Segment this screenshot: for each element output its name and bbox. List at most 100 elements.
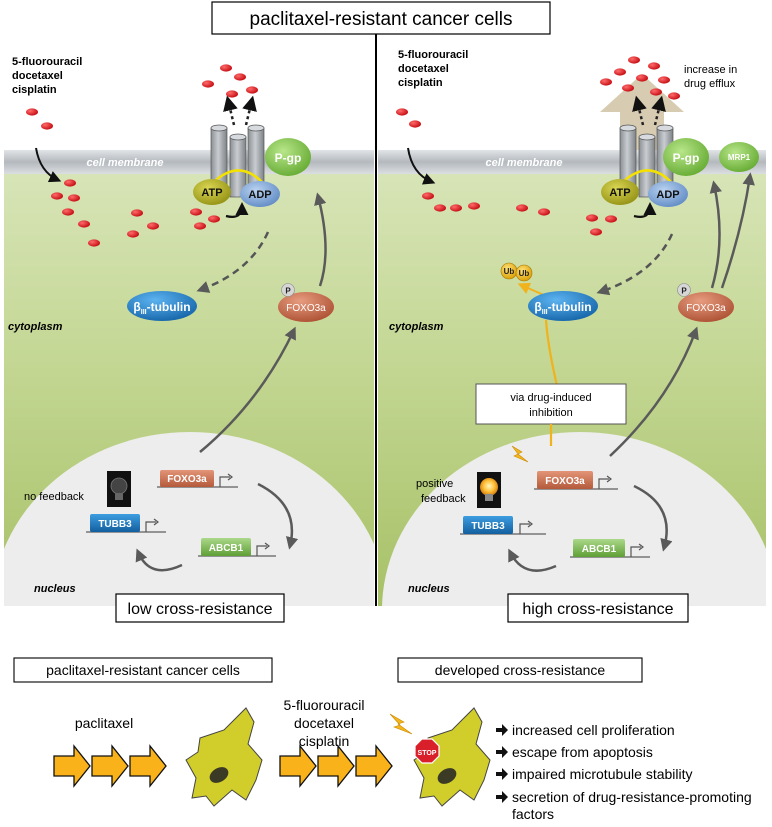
stop-sign-icon: STOP [414,738,440,764]
bottom-drug-3: cisplatin [299,733,350,749]
right-pgp-oval [663,138,709,176]
left-tubulin [127,291,197,321]
left-result-box [115,593,285,623]
right-adp [648,181,688,207]
bottom-right-box [397,657,643,683]
left-cytoplasm-label: cytoplasm [8,321,63,333]
right-membrane-label: cell membrane [485,157,562,169]
right-gene-tubb3-label: TUBB3 [471,521,505,532]
right-lightbulb-on-icon [477,472,501,508]
left-atp [193,179,231,205]
inhibition-box [475,383,627,425]
right-result-box [507,593,689,623]
right-gene-foxo3a-label: FOXO3a [545,476,585,487]
drug-arrows [279,744,393,788]
efflux-label-1: increase in [684,64,737,76]
right-atp [601,179,639,205]
outcome-arrow-icon [496,746,508,758]
left-adp [240,181,280,207]
left-gene-foxo3a: FOXO3a [157,470,238,488]
outcome-2: escape from apoptosis [512,744,653,760]
left-nucleus [4,432,374,606]
right-adp-label: ADP [656,189,679,201]
right-foxo3a-protein-label: FOXO3a [686,303,726,314]
bottom-drug-2: docetaxel [294,715,354,731]
left-content: 5-fluorouracil docetaxel cisplatin cell … [8,56,334,623]
efflux-label-2: drug efflux [684,78,736,90]
left-membrane [4,150,374,174]
right-tubulin-label: βIII-tubulin [534,300,591,316]
right-nucleus-label: nucleus [408,583,450,595]
right-drug-2: docetaxel [398,63,449,75]
right-lightning-icon [511,445,529,463]
left-drug-1: 5-fluorouracil [12,56,82,68]
bottom-right-box-label: developed cross-resistance [435,662,606,678]
right-feedback-label-2: feedback [421,493,466,505]
right-gene-foxo3a: FOXO3a [534,471,618,490]
right-drug-molecules [396,56,680,236]
resistant-cell-1 [185,707,263,807]
right-drug-3: cisplatin [398,77,443,89]
right-drug-1: 5-fluorouracil [398,49,468,61]
right-gene-abcb1: ABCB1 [570,539,650,558]
left-feedback-label: no feedback [24,491,84,503]
outcome-4-continued: factors [512,806,554,822]
left-gene-abcb1-label: ABCB1 [209,543,244,554]
inhibition-label-2: inhibition [529,407,572,419]
left-lightbulb-off-icon [107,471,131,507]
right-cytoplasm-label: cytoplasm [389,321,444,333]
right-mrp1-oval [719,142,759,172]
left-foxo3a-protein-label: FOXO3a [286,303,326,314]
right-pgp-label: P-gp [673,151,700,165]
title-box [211,1,551,35]
bottom-drug-1: 5-fluorouracil [284,697,365,713]
left-membrane-label: cell membrane [86,157,163,169]
right-gene-abcb1-label: ABCB1 [582,544,617,555]
outcomes-list: increased cell proliferation escape from… [496,722,752,822]
left-drug-3: cisplatin [12,84,57,96]
outcome-1: increased cell proliferation [512,722,675,738]
right-content: 5-fluorouracil docetaxel cisplatin cell … [389,49,759,623]
cell-1-nucleus [209,767,229,783]
right-foxo3a-protein [678,292,734,322]
left-phospho-label: P [285,287,291,296]
left-nucleus-label: nucleus [34,583,76,595]
ubiquitin-1-label: Ub [504,267,515,276]
left-gene-abcb1: ABCB1 [198,538,276,557]
left-foxo3a-protein [278,292,334,322]
title: paclitaxel-resistant cancer cells [250,9,513,30]
left-pgp-oval [265,138,311,176]
left-drug-molecules [26,64,258,247]
bottom-section: paclitaxel-resistant cancer cells develo… [13,657,752,822]
ubiquitin-2 [515,264,533,282]
right-mrp1-label: MRP1 [728,153,751,162]
right-result-label: high cross-resistance [522,601,673,618]
left-drug-2: docetaxel [12,70,63,82]
left-phospho [281,283,295,297]
stop-label: STOP [418,750,437,757]
right-feedback-label-1: positive [416,478,453,490]
left-gene-tubb3-label: TUBB3 [98,519,132,530]
left-pgp-label: P-gp [275,151,302,165]
ubiquitin-2-label: Ub [519,269,530,278]
bottom-lightning-icon [389,713,413,735]
outcome-4: secretion of drug-resistance-promoting [512,789,752,805]
outcome-3: impaired microtubule stability [512,766,693,782]
left-gene-tubb3: TUBB3 [86,514,166,533]
resistant-cell-2 [413,707,491,807]
left-adp-label: ADP [248,189,271,201]
inhibition-label-1: via drug-induced [510,392,591,404]
left-result-label: low cross-resistance [128,601,273,618]
left-gene-foxo3a-label: FOXO3a [167,474,207,485]
bottom-left-box-label: paclitaxel-resistant cancer cells [46,662,240,678]
outcome-arrow-icon [496,724,508,736]
bottom-left-box [13,657,273,683]
left-atp-label: ATP [201,187,222,199]
right-atp-label: ATP [609,187,630,199]
paclitaxel-label: paclitaxel [75,715,133,731]
outcome-arrow-icon [496,768,508,780]
cell-2-nucleus [437,768,457,784]
paclitaxel-arrows [53,744,167,788]
